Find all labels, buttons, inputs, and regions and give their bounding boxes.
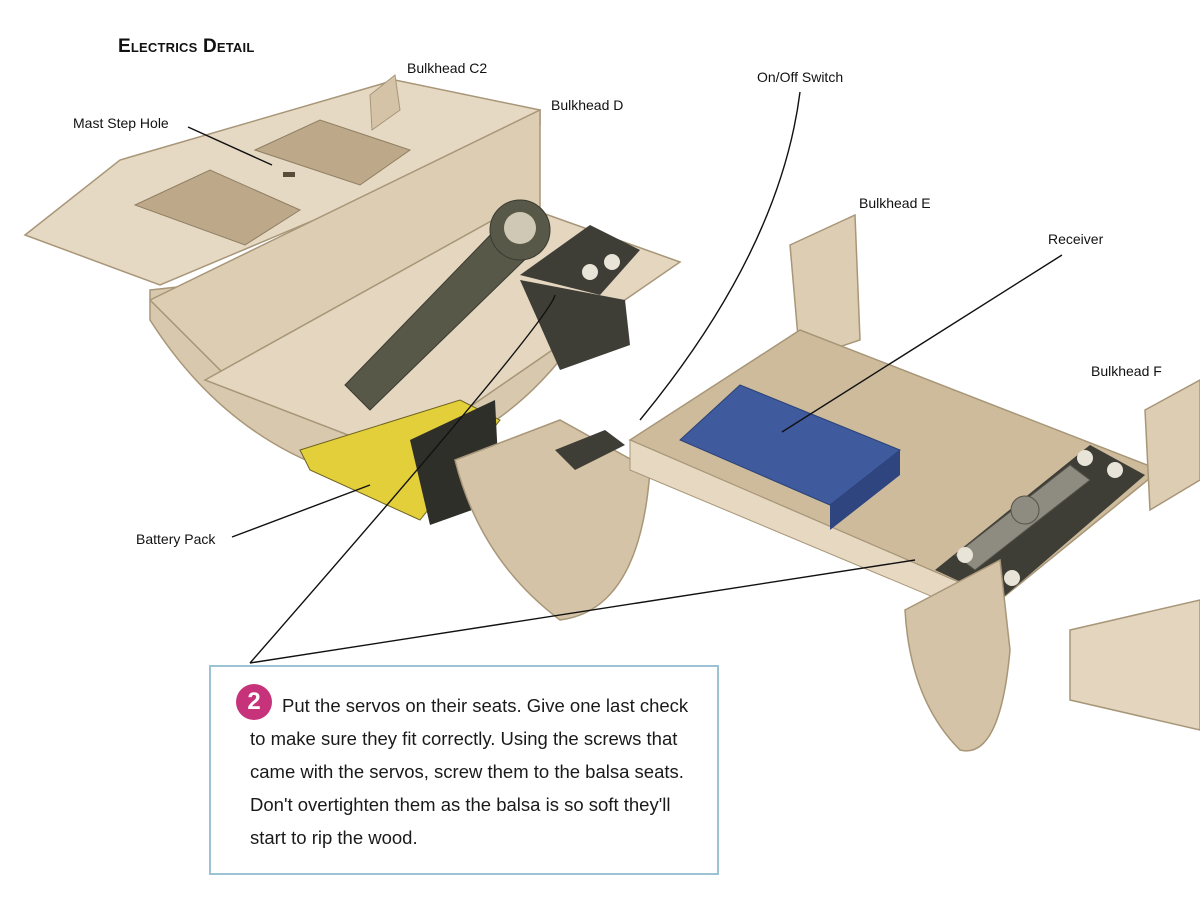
mast-step-hole <box>283 172 295 177</box>
diagram-title: Electrics Detail <box>118 36 255 57</box>
front-opening-right <box>253 119 412 186</box>
front-opening-left <box>133 169 302 246</box>
bulkhead-c2-part <box>369 74 401 131</box>
step-number-badge: 2 <box>236 684 272 720</box>
step-instruction-text: Put the servos on their seats. Give one … <box>250 695 689 848</box>
front-servo-body <box>520 280 630 370</box>
leader-lines <box>187 91 1063 664</box>
rear-servo-mount <box>935 445 1145 600</box>
instruction-callout: 2 Put the servos on their seats. Give on… <box>209 665 719 875</box>
label-on-off-switch: On/Off Switch <box>757 69 844 85</box>
label-bulkhead-e: Bulkhead E <box>859 195 931 211</box>
label-mast-step-hole: Mast Step Hole <box>73 115 169 131</box>
rear-rail <box>1069 599 1200 731</box>
label-bulkhead-c2: Bulkhead C2 <box>407 60 488 76</box>
bulkhead-e-part <box>789 213 861 362</box>
on-off-switch-shape <box>555 430 625 470</box>
middle-keel <box>454 419 651 621</box>
label-battery-pack: Battery Pack <box>136 531 216 547</box>
label-receiver: Receiver <box>1048 231 1104 247</box>
label-bulkhead-d: Bulkhead D <box>551 97 624 113</box>
rear-keel <box>904 558 1011 752</box>
label-bulkhead-f: Bulkhead F <box>1091 363 1162 379</box>
front-servo-mount <box>520 225 640 295</box>
bulkhead-f-part <box>1144 379 1200 512</box>
